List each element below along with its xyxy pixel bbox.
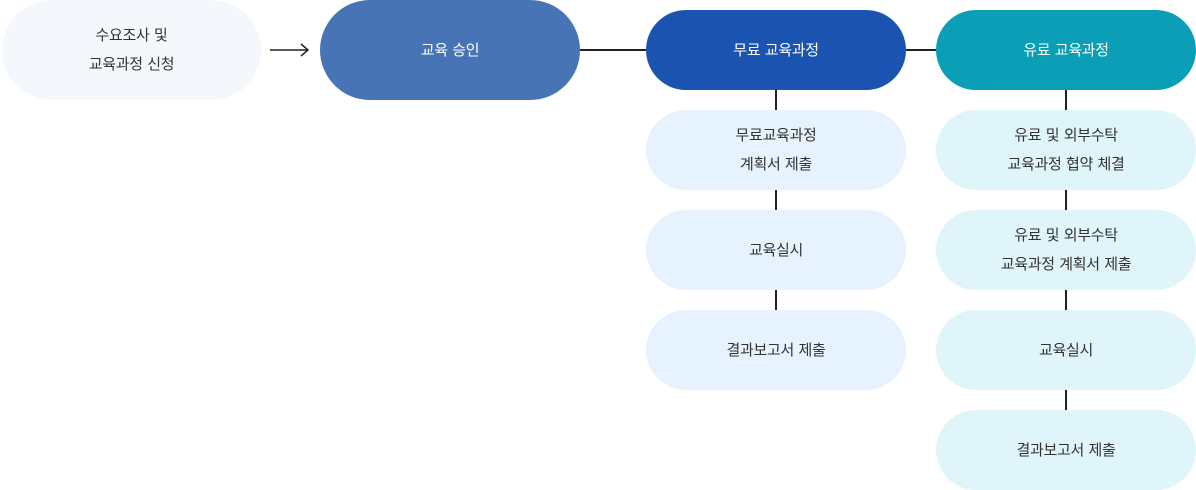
- paid-course-title: 유료 교육과정: [1023, 40, 1109, 59]
- free-item-label: 교육실시: [748, 240, 803, 259]
- step-approval-label: 교육 승인: [420, 40, 480, 59]
- paid-connector: [1065, 290, 1067, 310]
- paid-item-label: 유료 및 외부수탁 교육과정 계획서 제출: [1000, 226, 1132, 273]
- step-approval: 교육 승인: [320, 0, 580, 100]
- paid-item-label: 결과보고서 제출: [1016, 440, 1116, 459]
- paid-item-agreement: 유료 및 외부수탁 교육과정 협약 체결: [936, 110, 1196, 190]
- paid-item-label: 교육실시: [1038, 340, 1093, 359]
- paid-item-report-submit: 결과보고서 제출: [936, 410, 1196, 490]
- paid-connector: [1065, 90, 1067, 110]
- paid-connector: [1065, 190, 1067, 210]
- free-item-plan-submit: 무료교육과정 계획서 제출: [646, 110, 906, 190]
- free-item-report-submit: 결과보고서 제출: [646, 310, 906, 390]
- free-course-title: 무료 교육과정: [733, 40, 819, 59]
- step-survey-label: 수요조사 및 교육과정 신청: [88, 26, 175, 73]
- arrow-right-icon: [270, 43, 310, 57]
- free-item-training: 교육실시: [646, 210, 906, 290]
- free-item-label: 결과보고서 제출: [726, 340, 826, 359]
- step-survey-application: 수요조사 및 교육과정 신청: [2, 0, 261, 100]
- free-item-label: 무료교육과정 계획서 제출: [735, 126, 817, 173]
- connector-free-to-paid: [906, 49, 936, 51]
- paid-item-training: 교육실시: [936, 310, 1196, 390]
- free-connector: [775, 190, 777, 210]
- connector-approval-to-free: [580, 49, 646, 51]
- free-connector: [775, 90, 777, 110]
- free-course-header: 무료 교육과정: [646, 10, 906, 90]
- paid-item-plan-submit: 유료 및 외부수탁 교육과정 계획서 제출: [936, 210, 1196, 290]
- free-connector: [775, 290, 777, 310]
- paid-item-label: 유료 및 외부수탁 교육과정 협약 체결: [1007, 126, 1125, 173]
- paid-connector: [1065, 390, 1067, 410]
- paid-course-header: 유료 교육과정: [936, 10, 1196, 90]
